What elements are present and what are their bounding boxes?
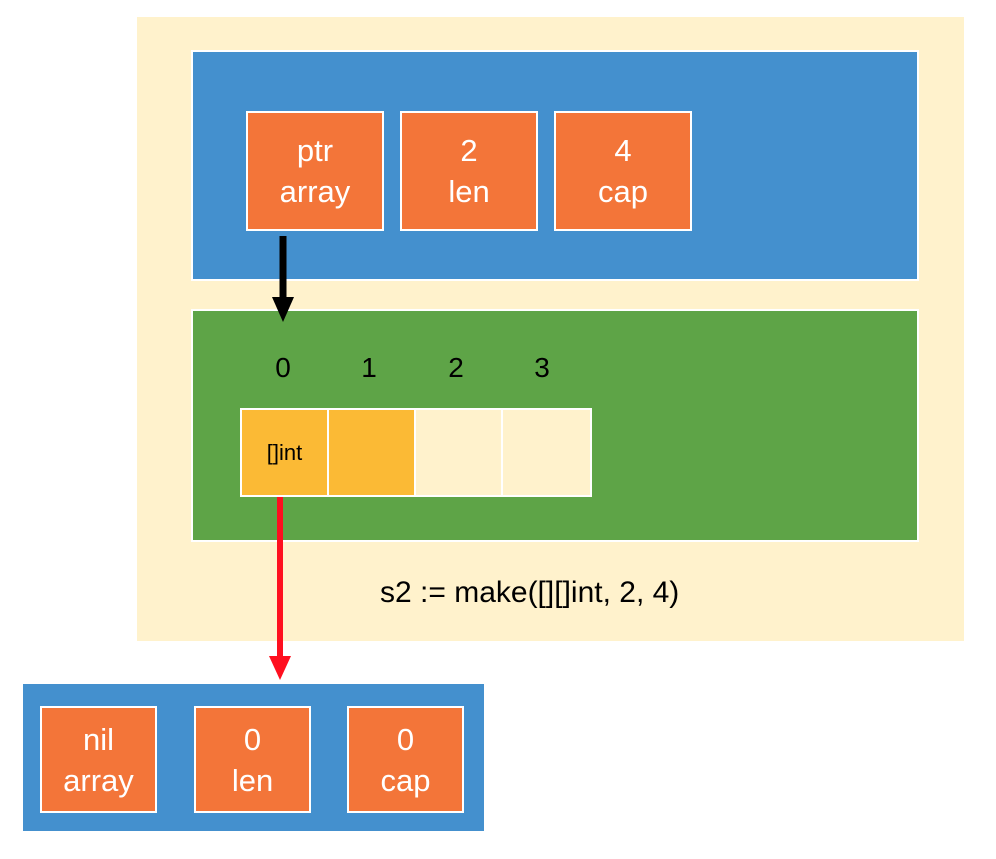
slice-header-ptr-field: ptr array: [246, 111, 384, 231]
nested-cap-value: 0: [396, 721, 415, 757]
make-call-caption: s2 := make([][]int, 2, 4): [380, 576, 680, 609]
array-index: 3: [534, 352, 550, 383]
element-arrow: [269, 497, 291, 680]
nested-ptr-value: nil: [82, 721, 114, 757]
nested-header-cap-field: 0 cap: [347, 706, 464, 813]
array-index: 1: [361, 352, 377, 383]
nested-header-ptr-field: nil array: [40, 706, 157, 813]
slice-header-len-field: 2 len: [400, 111, 538, 231]
array-cell-3: [501, 408, 592, 497]
nested-ptr-label: array: [63, 762, 134, 798]
ptr-field-value: ptr: [296, 133, 334, 168]
array-cell-0: []int: [240, 408, 329, 497]
array-cell-2: [414, 408, 503, 497]
len-field-value: 2: [460, 133, 478, 168]
nested-len-label: len: [231, 762, 274, 798]
nested-header-len-field: 0 len: [194, 706, 311, 813]
cap-field-label: cap: [598, 174, 648, 209]
array-index: 0: [275, 352, 291, 383]
element-arrow-head: [269, 656, 291, 680]
pointer-arrow-head: [272, 297, 294, 322]
pointer-arrow: [272, 236, 294, 322]
cap-field-value: 4: [614, 133, 632, 168]
array-index: 2: [448, 352, 464, 383]
ptr-field-label: array: [279, 174, 351, 209]
nested-len-value: 0: [243, 721, 262, 757]
slice-header-cap-field: 4 cap: [554, 111, 692, 231]
nested-cap-label: cap: [380, 762, 431, 798]
len-field-label: len: [448, 174, 490, 209]
